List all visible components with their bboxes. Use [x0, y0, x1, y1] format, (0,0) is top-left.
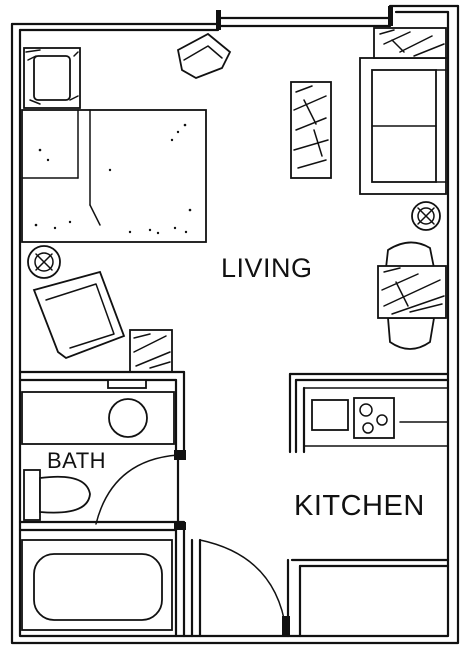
armchair-left — [32, 270, 126, 360]
room-label-bath: BATH — [47, 448, 107, 473]
vanity — [21, 379, 175, 445]
room-label-living: LIVING — [221, 253, 313, 283]
dining-table — [377, 241, 447, 350]
kitchen-lower-counter — [290, 558, 450, 638]
small-table — [129, 329, 173, 373]
round-side-table — [27, 245, 61, 279]
end-table — [373, 27, 447, 59]
room-label-kitchen: KITCHEN — [294, 490, 425, 522]
sofa — [359, 57, 447, 195]
exterior-walls — [10, 4, 460, 645]
kitchen-counter — [288, 372, 450, 454]
coffee-table — [290, 81, 332, 179]
bed — [21, 109, 207, 243]
nightstand — [23, 47, 81, 109]
armchair-top — [176, 32, 232, 79]
toilet — [23, 469, 91, 521]
bathroom-walls — [18, 370, 186, 638]
entry-door — [190, 538, 290, 638]
side-lamp — [411, 201, 441, 231]
bathtub — [21, 539, 173, 631]
